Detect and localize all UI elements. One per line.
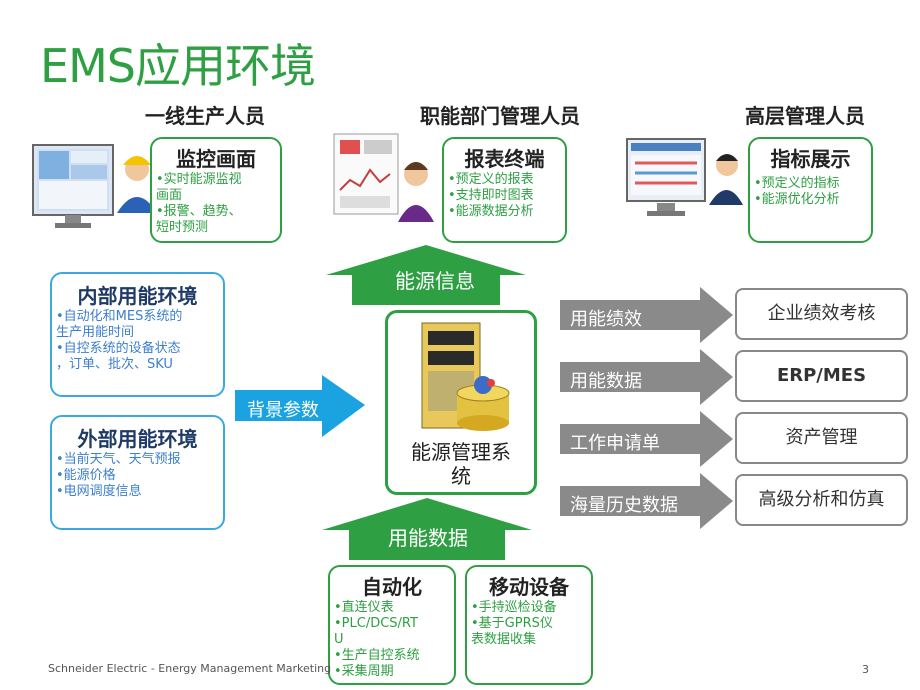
ems-label-line2: 统 — [451, 464, 471, 488]
box-heading: 移动设备 — [489, 575, 569, 599]
bullet-item: •自控系统的设备状态 — [56, 341, 181, 356]
bullet-item: •采集周期 — [334, 664, 394, 679]
bullet-item: •支持即时图表 — [448, 188, 534, 203]
bullet-item: •自动化和MES系统的 — [56, 309, 183, 324]
advanced-analytics-box: 高级分析和仿真 — [735, 474, 908, 526]
usage-data-arrow — [322, 498, 532, 560]
page-number: 3 — [862, 663, 869, 676]
bullet-item: •PLC/DCS/RT — [334, 616, 418, 631]
flow-label: 工作申请单 — [570, 433, 660, 454]
bullet-item: 画面 — [156, 188, 183, 203]
bullet-item: •报警、趋势、 — [156, 204, 242, 219]
energy-info-label: 能源信息 — [395, 269, 475, 293]
ems-label-line1: 能源管理系 — [411, 440, 511, 464]
asset-management-box: 资产管理 — [735, 412, 908, 464]
footer-text: Schneider Electric - Energy Management M… — [48, 662, 332, 675]
internal-energy-env-box: 内部用能环境 •自动化和MES系统的 生产用能时间 •自控系统的设备状态 ，订单… — [50, 272, 225, 397]
background-params-arrow — [235, 375, 365, 437]
bullet-item: •实时能源监视 — [156, 172, 242, 187]
box-heading: 指标展示 — [770, 147, 851, 171]
box-heading: 监控画面 — [176, 147, 256, 171]
bullet-item: •生产自控系统 — [334, 648, 420, 663]
gray-arrow-4 — [560, 473, 733, 529]
bullet-item: ，订单、批次、SKU — [56, 357, 173, 372]
bullet-item: U — [334, 632, 344, 647]
role-frontline: 一线生产人员 — [145, 104, 265, 128]
background-params-label: 背景参数 — [247, 400, 319, 421]
indicator-display-box: 指标展示 •预定义的指标 •能源优化分析 — [748, 137, 873, 243]
gray-arrow-1 — [560, 287, 733, 343]
bullet-item: 表数据收集 — [471, 632, 537, 647]
box-heading: 自动化 — [362, 575, 422, 599]
automation-box: 自动化 •直连仪表 •PLC/DCS/RT U •生产自控系统 •采集周期 — [328, 565, 456, 685]
bullet-item: •能源优化分析 — [754, 192, 840, 207]
flow-label: 海量历史数据 — [570, 495, 678, 516]
ems-system-box: 能源管理系 统 — [385, 310, 537, 495]
role-functional: 职能部门管理人员 — [420, 104, 580, 128]
erp-mes-box: ERP/MES — [735, 350, 908, 402]
bullet-item: •预定义的报表 — [448, 172, 534, 187]
external-energy-env-box: 外部用能环境 •当前天气、天气预报 •能源价格 •电网调度信息 — [50, 415, 225, 530]
report-terminal-box: 报表终端 •预定义的报表 •支持即时图表 •能源数据分析 — [442, 137, 567, 243]
flow-label: 用能绩效 — [570, 309, 642, 330]
server-database-icon — [421, 322, 510, 431]
bullet-item: •直连仪表 — [334, 600, 394, 615]
operator-workstation-icon — [32, 144, 157, 228]
bullet-item: 生产用能时间 — [56, 325, 135, 340]
indicator-dashboard-icon — [626, 138, 743, 216]
bullet-item: •当前天气、天气预报 — [56, 452, 181, 467]
report-terminal-icon — [333, 133, 434, 222]
usage-data-label: 用能数据 — [388, 526, 468, 550]
bullet-item: •能源价格 — [56, 468, 116, 483]
bullet-item: •基于GPRS仪 — [471, 616, 553, 631]
bullet-item: •预定义的指标 — [754, 176, 840, 191]
page-title: EMS应用环境 — [40, 39, 316, 93]
bullet-item: •能源数据分析 — [448, 204, 534, 219]
gray-arrow-2 — [560, 349, 733, 405]
role-senior: 高层管理人员 — [745, 104, 865, 128]
mobile-devices-box: 移动设备 •手持巡检设备 •基于GPRS仪 表数据收集 — [465, 565, 593, 685]
bullet-item: •手持巡检设备 — [471, 600, 557, 615]
box-heading: 报表终端 — [464, 147, 545, 171]
bullet-item: 短时预测 — [156, 220, 209, 235]
monitoring-screen-box: 监控画面 •实时能源监视 画面 •报警、趋势、 短时预测 — [150, 137, 282, 243]
box-heading: 外部用能环境 — [77, 427, 198, 451]
gray-arrow-3 — [560, 411, 733, 467]
bullet-item: •电网调度信息 — [56, 484, 142, 499]
corporate-performance-box: 企业绩效考核 — [735, 288, 908, 340]
box-heading: 内部用能环境 — [77, 284, 198, 308]
energy-info-arrow — [326, 245, 526, 305]
flow-label: 用能数据 — [570, 371, 642, 392]
